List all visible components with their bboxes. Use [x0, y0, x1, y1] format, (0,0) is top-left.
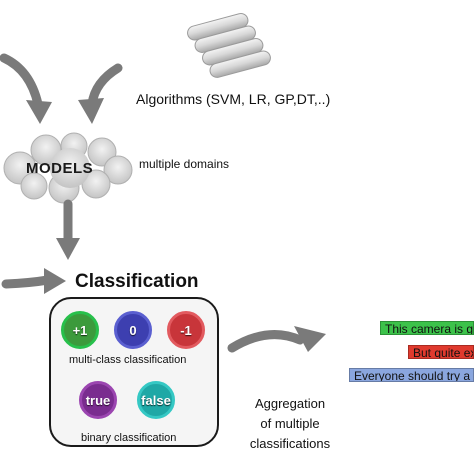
arrowheads [26, 98, 326, 352]
aggregation-label: Aggregation of multiple classifications [236, 394, 344, 454]
classification-box: +1 0 -1 multi-class classification true … [49, 297, 219, 447]
domains-label: multiple domains [139, 157, 230, 171]
class-positive-badge: +1 [61, 311, 99, 349]
binary-true-badge: true [79, 381, 117, 419]
aggregation-line-1: Aggregation [254, 396, 326, 411]
class-neutral-badge: 0 [114, 311, 152, 349]
class-negative-badge: -1 [167, 311, 205, 349]
aggregation-line-3: classifications [249, 436, 331, 451]
gear-cloud-icon [3, 132, 133, 204]
review-neutral: Everyone should try a [349, 368, 474, 382]
review-positive: This camera is g [380, 321, 474, 335]
review-negative: But quite ex [408, 345, 474, 359]
classification-title: Classification [75, 271, 199, 292]
binary-false-badge: false [137, 381, 175, 419]
multi-class-label: multi-class classification [69, 354, 187, 366]
binary-label: binary classification [81, 432, 177, 444]
aggregation-line-2: of multiple [260, 416, 320, 431]
algorithms-label: Algorithms (SVM, LR, GP,DT,..) [136, 91, 331, 107]
cylinder-stack-icon [187, 13, 271, 78]
models-label: MODELS [26, 160, 94, 177]
